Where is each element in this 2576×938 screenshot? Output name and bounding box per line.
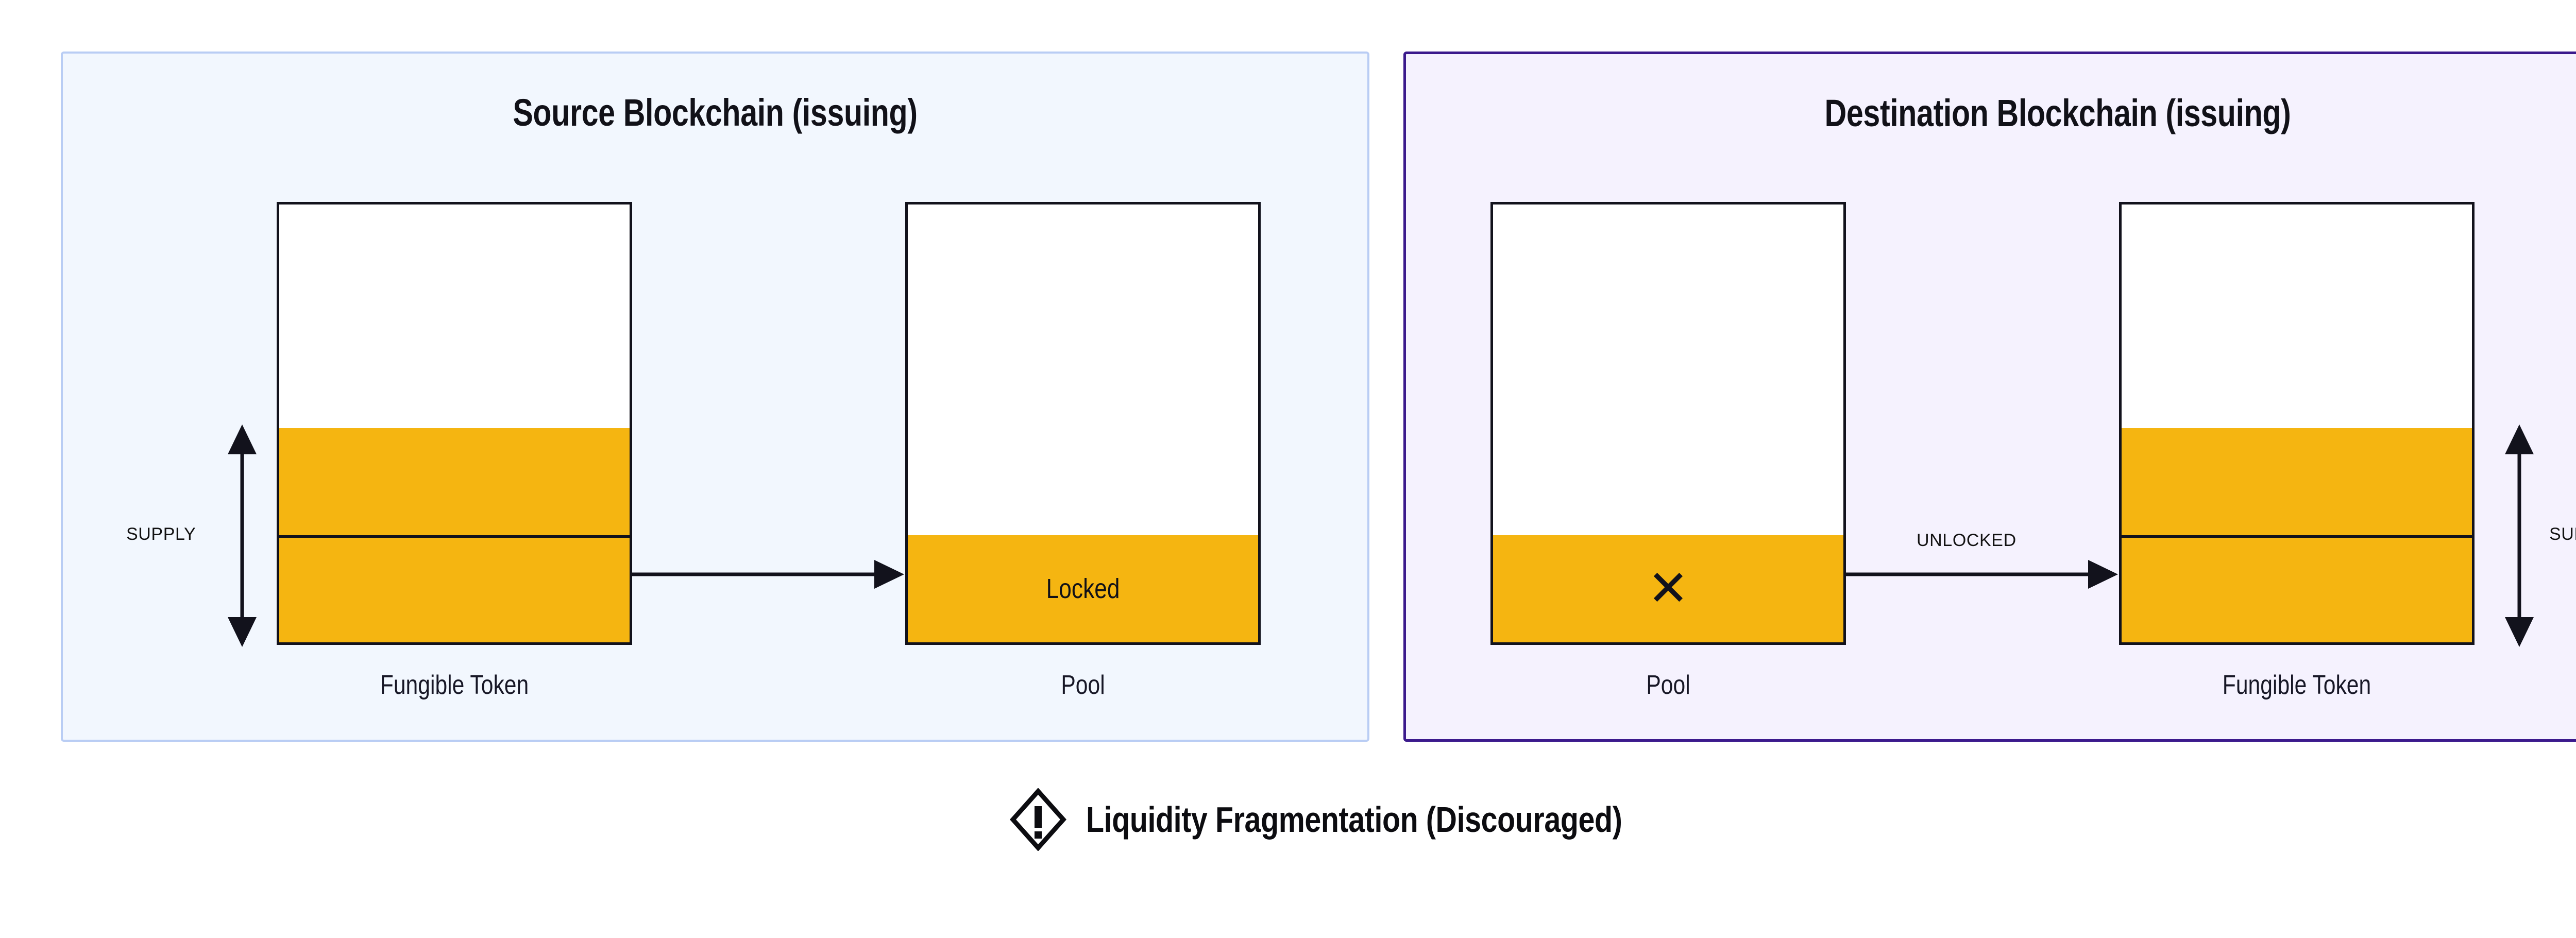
source-supply-annotation [196, 422, 289, 649]
destination-unlock-flow-arrow [1846, 556, 2119, 592]
source-panel-title: Source Blockchain (issuing) [513, 91, 918, 134]
source-supply-label: SUPPLY [126, 524, 196, 544]
token-bar-segment-filled-upper [279, 428, 630, 535]
destination-fungible-token-bar [2119, 202, 2475, 645]
token-bar-segment-empty [279, 204, 630, 428]
footer-caption-text: Liquidity Fragmentation (Discouraged) [1086, 799, 1622, 840]
token-bar-segment-filled-lower [2122, 535, 2472, 642]
source-lock-flow-arrow [632, 556, 905, 592]
footer-caption: Liquidity Fragmentation (Discouraged) [0, 788, 2576, 851]
destination-fungible-token-caption: Fungible Token [2222, 670, 2371, 700]
destination-flow-label: UNLOCKED [1917, 531, 2016, 550]
right-arrow-icon [1846, 560, 2118, 589]
pool-bar-segment-empty [1493, 204, 1843, 535]
source-fungible-token-caption: Fungible Token [380, 670, 529, 700]
token-bar-segment-filled-upper [2122, 428, 2472, 535]
destination-pool-caption: Pool [1646, 670, 1690, 700]
source-fungible-token-bar [277, 202, 632, 645]
pool-bar-segment-drained: ✕ [1493, 535, 1843, 642]
destination-supply-annotation [2473, 422, 2566, 649]
cross-out-icon: ✕ [1647, 561, 1689, 616]
pool-bar-segment-locked: Locked [908, 535, 1258, 642]
source-pool-bar: Locked [905, 202, 1261, 645]
destination-panel-title: Destination Blockchain (issuing) [1824, 92, 2291, 134]
destination-supply-label: SUPPLY [2549, 524, 2576, 544]
token-bar-segment-empty [2122, 204, 2472, 428]
source-pool-caption: Pool [1061, 670, 1105, 700]
destination-pool-bar: ✕ [1490, 202, 1846, 645]
right-arrow-icon [632, 560, 904, 589]
supply-double-arrow-icon [228, 424, 257, 647]
warning-diamond-icon [1009, 788, 1066, 851]
locked-label: Locked [1046, 573, 1120, 604]
token-bar-segment-filled-lower [279, 535, 630, 642]
supply-double-arrow-icon [2505, 424, 2534, 647]
pool-bar-segment-empty [908, 204, 1258, 535]
